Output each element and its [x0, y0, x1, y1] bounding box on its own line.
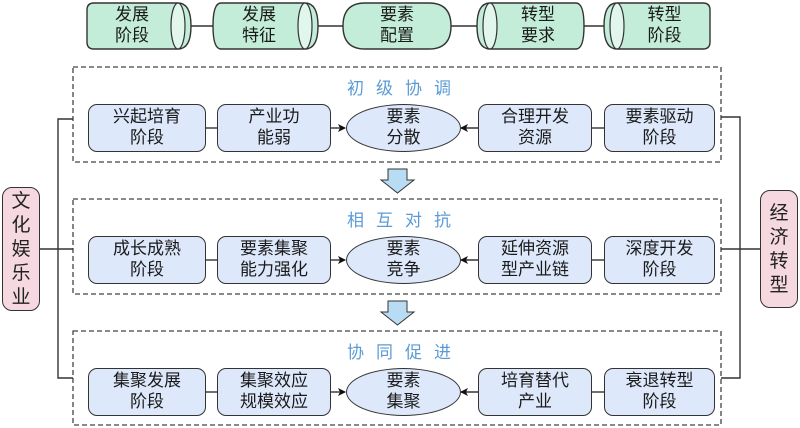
node-line2: 阶段 [642, 392, 677, 412]
stage2-right-node-2: 深度开发 阶段 [604, 236, 715, 284]
node-line2: 阶段 [130, 260, 164, 280]
side-char: 文 [11, 190, 31, 212]
side-box-economic-transition: 经 济 转 型 [760, 190, 798, 308]
top-pill-shape [212, 2, 319, 50]
node-line1: 集聚效应 [240, 371, 308, 391]
node-line2: 阶段 [130, 392, 164, 412]
node-line1: 兴起培育 [113, 107, 181, 127]
top-pill-factor-allocation: 要素 配置 [343, 3, 451, 49]
pill-line2: 特征 [242, 26, 276, 46]
stage1-right-node-2: 要素驱动 阶段 [604, 104, 715, 152]
pill-line1: 发展 [115, 5, 149, 25]
top-pill-shape [86, 2, 192, 50]
pill-line1: 要素 [380, 5, 414, 25]
pill-line2: 阶段 [647, 26, 682, 46]
oval-line1: 要素 [386, 239, 421, 259]
pill-line1: 转型 [521, 5, 555, 25]
node-line2: 阶段 [642, 128, 677, 148]
side-char: 乐 [11, 262, 31, 284]
node-line2: 能弱 [257, 128, 291, 148]
top-pill-shape [342, 2, 452, 50]
node-line1: 培育替代 [501, 371, 569, 391]
pill-line2: 要求 [521, 26, 555, 46]
stage1-left-node-1: 兴起培育 阶段 [88, 104, 206, 152]
node-line1: 成长成熟 [113, 239, 181, 259]
node-line1: 要素驱动 [625, 107, 694, 127]
down-arrow-icon [379, 300, 416, 326]
oval-line2: 竞争 [386, 260, 421, 280]
stage-box-1 [72, 66, 722, 163]
node-line1: 深度开发 [625, 239, 694, 259]
stage2-left-node-1: 成长成熟 阶段 [88, 236, 206, 284]
stage3-left-node-1: 集聚发展 阶段 [88, 368, 206, 416]
pill-line1: 转型 [647, 5, 682, 25]
stage-title-3: 协同促进 [347, 343, 463, 363]
top-pill-development-features: 发展 特征 [214, 3, 304, 49]
side-char: 娱 [11, 238, 31, 260]
node-line1: 延伸资源 [501, 239, 569, 259]
top-pill-shape [476, 2, 585, 50]
oval-line2: 分散 [386, 128, 421, 148]
stage2-left-node-2: 要素集聚 能力强化 [217, 236, 331, 284]
node-line2: 规模效应 [240, 392, 308, 412]
top-pill-transition-stage: 转型 阶段 [619, 3, 710, 49]
stage2-center-oval: 要素 竞争 [346, 236, 461, 284]
top-pill-shape [603, 2, 711, 50]
node-line1: 产业功 [248, 107, 300, 127]
stage-box-2 [72, 198, 722, 295]
node-line2: 能力强化 [240, 260, 308, 280]
side-char: 化 [11, 214, 31, 236]
stage1-center-oval: 要素 分散 [346, 104, 461, 152]
stage1-left-node-2: 产业功 能弱 [217, 104, 331, 152]
node-line2: 产业 [518, 392, 552, 412]
node-line2: 阶段 [642, 260, 677, 280]
side-char: 济 [769, 226, 789, 248]
stage3-left-node-2: 集聚效应 规模效应 [217, 368, 331, 416]
side-box-culture-entertainment: 文 化 娱 乐 业 [2, 187, 40, 311]
side-char: 经 [769, 202, 789, 224]
side-char: 型 [769, 274, 789, 296]
node-line1: 合理开发 [501, 107, 569, 127]
node-line2: 资源 [518, 128, 552, 148]
oval-line1: 要素 [386, 371, 421, 391]
stage3-right-node-2: 衰退转型 阶段 [604, 368, 715, 416]
stage2-right-node-1: 延伸资源 型产业链 [478, 236, 592, 284]
node-line2: 型产业链 [501, 260, 569, 280]
top-pill-development-stage: 发展 阶段 [87, 3, 177, 49]
side-char: 业 [11, 286, 31, 308]
stage1-right-node-1: 合理开发 资源 [478, 104, 592, 152]
left-bracket [57, 118, 73, 379]
oval-line2: 集聚 [386, 392, 421, 412]
node-line2: 阶段 [130, 128, 164, 148]
node-line1: 衰退转型 [625, 371, 694, 391]
pill-line2: 配置 [380, 26, 414, 46]
stage3-center-oval: 要素 集聚 [346, 368, 461, 416]
right-bracket [721, 116, 741, 379]
pill-line1: 发展 [242, 5, 276, 25]
top-pill-transition-requirements: 转型 要求 [492, 3, 584, 49]
stage-title-2: 相互对抗 [347, 211, 463, 231]
side-char: 转 [769, 250, 789, 272]
down-arrow-icon [379, 168, 416, 194]
node-line1: 要素集聚 [240, 239, 308, 259]
stage3-right-node-1: 培育替代 产业 [478, 368, 592, 416]
node-line1: 集聚发展 [113, 371, 181, 391]
pill-line2: 阶段 [115, 26, 149, 46]
stage-title-1: 初级协调 [347, 79, 463, 99]
oval-line1: 要素 [386, 107, 421, 127]
